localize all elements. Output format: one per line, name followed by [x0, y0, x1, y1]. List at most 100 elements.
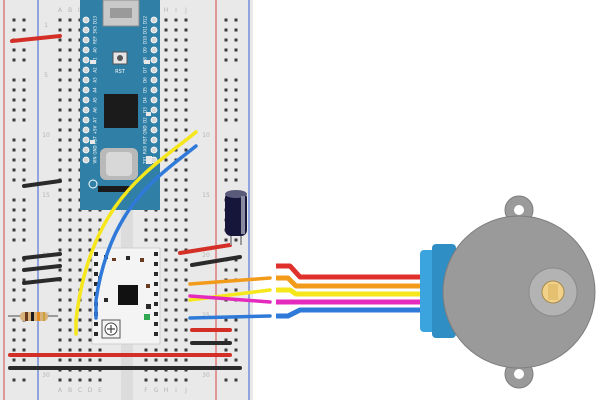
breadboard-hole	[174, 358, 178, 362]
breadboard-hole	[68, 218, 72, 222]
breadboard-hole	[174, 108, 178, 112]
breadboard-hole	[22, 238, 26, 242]
breadboard-hole	[164, 278, 168, 282]
breadboard-hole	[12, 78, 16, 82]
breadboard-hole	[88, 318, 92, 322]
breadboard-hole	[68, 98, 72, 102]
breadboard-hole	[58, 338, 62, 342]
breadboard-hole	[22, 358, 26, 362]
breadboard-hole	[224, 238, 228, 242]
driver-pin	[154, 332, 158, 336]
breadboard-hole	[224, 178, 228, 182]
arduino-pin	[150, 46, 158, 54]
arduino-pin-label: D10	[143, 35, 148, 44]
driver-pin	[94, 322, 98, 326]
led-indicator	[144, 314, 150, 320]
breadboard-hole	[12, 138, 16, 142]
breadboard-hole	[184, 318, 188, 322]
breadboard-hole	[184, 278, 188, 282]
breadboard-hole	[234, 158, 238, 162]
breadboard-hole	[224, 318, 228, 322]
breadboard-hole	[164, 378, 168, 382]
breadboard-hole	[154, 218, 158, 222]
breadboard-hole	[68, 338, 72, 342]
breadboard-hole	[174, 148, 178, 152]
jumper-wire-black	[22, 277, 62, 285]
breadboard-hole	[184, 298, 188, 302]
breadboard-hole	[78, 348, 82, 352]
motor-mount-hole	[514, 369, 524, 379]
resistor-band	[43, 312, 45, 321]
breadboard-hole	[12, 108, 16, 112]
arduino-pin-label: A0	[93, 47, 98, 53]
breadboard-hole	[174, 78, 178, 82]
breadboard-hole	[164, 208, 168, 212]
breadboard-hole	[224, 78, 228, 82]
breadboard-hole	[184, 338, 188, 342]
driver-pin	[94, 332, 98, 336]
resistor-band	[25, 312, 28, 321]
breadboard-hole	[234, 348, 238, 352]
jumper-wire-black	[190, 255, 242, 267]
smd-component	[146, 284, 150, 288]
breadboard-hole	[58, 348, 62, 352]
driver-pin	[154, 322, 158, 326]
driver-pin	[94, 282, 98, 286]
breadboard-hole	[58, 98, 62, 102]
breadboard-hole	[174, 378, 178, 382]
breadboard-hole	[184, 178, 188, 182]
breadboard-hole	[22, 218, 26, 222]
breadboard-hole	[78, 318, 82, 322]
arduino-pin-label: D11	[143, 25, 148, 34]
breadboard-hole	[22, 78, 26, 82]
arduino-pin	[150, 146, 158, 154]
col-letter-bottom: B	[68, 387, 72, 394]
breadboard-hole	[184, 118, 188, 122]
breadboard-hole	[154, 228, 158, 232]
breadboard-hole	[224, 118, 228, 122]
breadboard-hole	[184, 188, 188, 192]
breadboard-hole	[78, 238, 82, 242]
breadboard-hole	[22, 148, 26, 152]
arduino-pin-label: D12	[143, 15, 148, 24]
resistor-band	[37, 312, 40, 321]
breadboard-hole	[184, 18, 188, 22]
breadboard-hole	[164, 258, 168, 262]
arduino-pin	[150, 36, 158, 44]
arduino-pin	[82, 36, 90, 44]
breadboard-hole	[234, 18, 238, 22]
breadboard-hole	[234, 268, 238, 272]
smd-component	[112, 258, 116, 261]
breadboard-hole	[174, 88, 178, 92]
arduino-pin	[150, 96, 158, 104]
output-wire-blue	[188, 314, 272, 320]
driver-ic	[118, 285, 138, 305]
breadboard-hole	[224, 288, 228, 292]
breadboard-hole	[164, 68, 168, 72]
breadboard-hole	[78, 338, 82, 342]
breadboard-hole	[144, 378, 148, 382]
col-letter-bottom: F	[144, 387, 148, 394]
breadboard-hole	[174, 348, 178, 352]
jumper-wire-red	[178, 243, 232, 255]
breadboard-hole	[164, 78, 168, 82]
driver-output-jumpers	[188, 276, 272, 320]
breadboard-hole	[58, 88, 62, 92]
breadboard-hole	[68, 48, 72, 52]
arduino-pin-label: A3	[93, 77, 98, 83]
breadboard-hole	[154, 378, 158, 382]
smd-component	[126, 256, 130, 260]
col-letter-bottom: I	[175, 387, 177, 394]
breadboard-hole	[58, 328, 62, 332]
col-letter-bottom: H	[164, 387, 169, 394]
breadboard-hole	[164, 38, 168, 42]
breadboard-hole	[88, 228, 92, 232]
breadboard-hole	[22, 18, 26, 22]
row-number-right: 25	[202, 312, 210, 319]
row-number-right: 20	[202, 252, 210, 259]
jumper-wire-black	[22, 252, 62, 260]
breadboard-hole	[234, 338, 238, 342]
breadboard-hole	[174, 28, 178, 32]
breadboard-hole	[12, 278, 16, 282]
